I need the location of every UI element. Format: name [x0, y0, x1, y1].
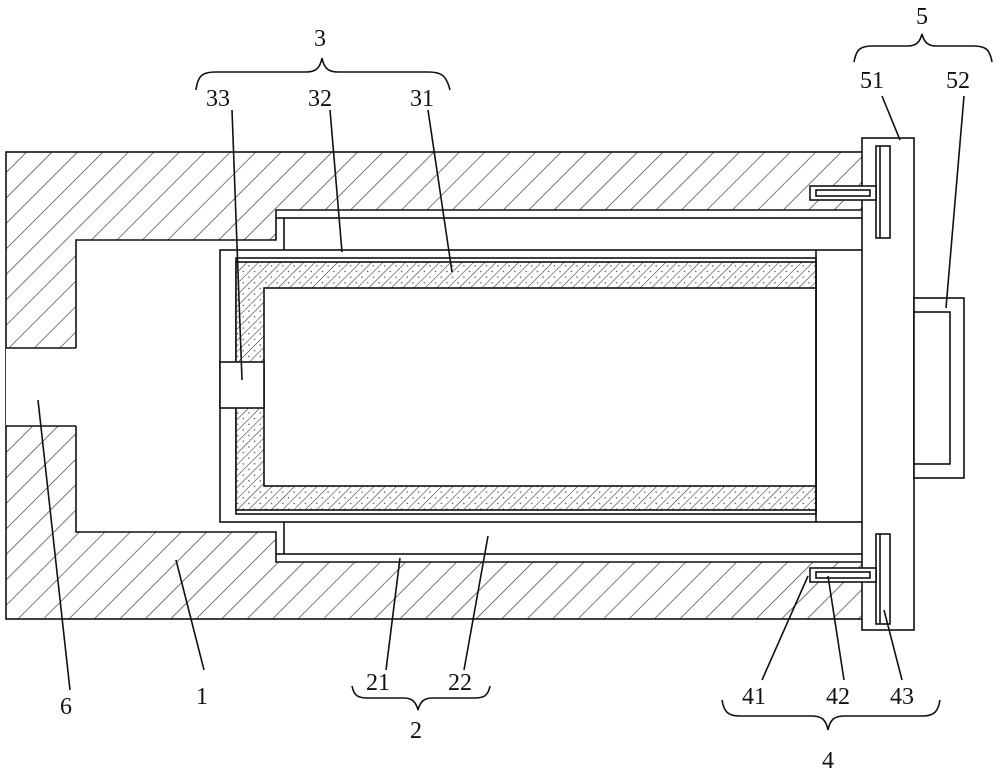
label-5: 5 — [916, 4, 928, 30]
label-41: 41 — [742, 684, 766, 710]
label-51: 51 — [860, 68, 884, 94]
label-4: 4 — [822, 748, 834, 774]
label-21: 21 — [366, 670, 390, 696]
label-1: 1 — [196, 684, 208, 710]
label-3: 3 — [314, 26, 326, 52]
end-cap — [809, 137, 965, 631]
label-52: 52 — [946, 68, 970, 94]
label-33: 33 — [206, 86, 230, 112]
label-2: 2 — [410, 718, 422, 744]
leader-lines — [37, 95, 965, 691]
cartridge-assembly — [219, 249, 885, 523]
label-31: 31 — [410, 86, 434, 112]
label-43: 43 — [890, 684, 914, 710]
label-42: 42 — [826, 684, 850, 710]
label-32: 32 — [308, 86, 332, 112]
braces — [195, 33, 993, 731]
label-22: 22 — [448, 670, 472, 696]
label-6: 6 — [60, 694, 72, 720]
labels: 3 33 32 31 5 51 52 6 1 21 22 2 41 42 43 … — [60, 4, 970, 774]
